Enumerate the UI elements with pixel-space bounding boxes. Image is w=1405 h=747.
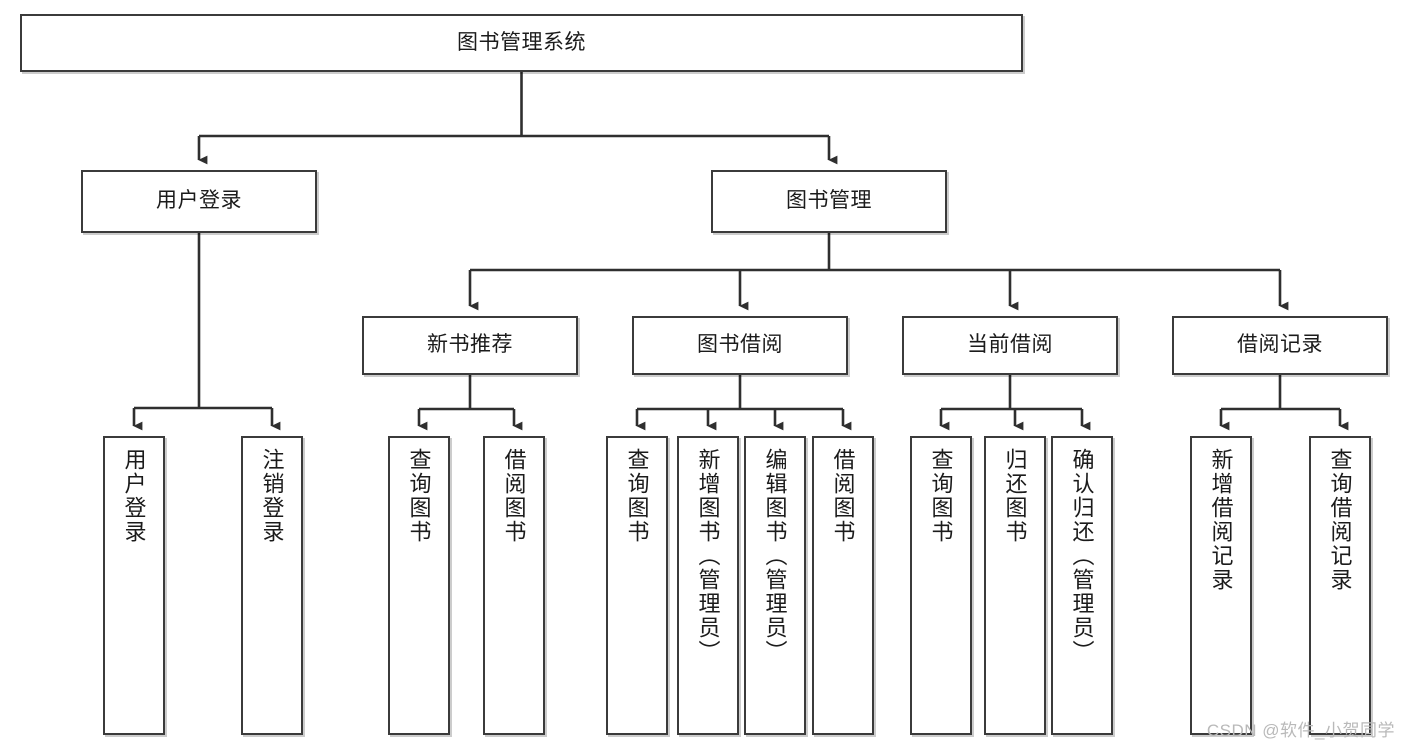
node-book-borrow[interactable]: 图书借阅 xyxy=(632,316,848,375)
node-current-borrow[interactable]: 当前借阅 xyxy=(902,316,1118,375)
node-label-leaf-add-book: 新增图书（管理员） xyxy=(695,448,721,664)
node-leaf-add-record[interactable]: 新增借阅记录 xyxy=(1190,436,1252,735)
node-label-leaf-add-record: 新增借阅记录 xyxy=(1208,448,1234,592)
node-leaf-query-book-2[interactable]: 查询图书 xyxy=(606,436,668,735)
node-label-leaf-borrow-book-2: 借阅图书 xyxy=(830,448,856,544)
node-leaf-add-book[interactable]: 新增图书（管理员） xyxy=(677,436,739,735)
node-new-book-rec[interactable]: 新书推荐 xyxy=(362,316,578,375)
node-leaf-logout[interactable]: 注销登录 xyxy=(241,436,303,735)
node-label-leaf-query-book-1: 查询图书 xyxy=(406,448,432,544)
node-label-leaf-user-login: 用户登录 xyxy=(121,448,147,544)
node-label-leaf-query-book-2: 查询图书 xyxy=(624,448,650,544)
node-label-leaf-borrow-book-1: 借阅图书 xyxy=(501,448,527,544)
node-user-login[interactable]: 用户登录 xyxy=(81,170,317,233)
node-leaf-edit-book[interactable]: 编辑图书（管理员） xyxy=(744,436,806,735)
node-leaf-borrow-book-1[interactable]: 借阅图书 xyxy=(483,436,545,735)
node-label-root: 图书管理系统 xyxy=(457,30,586,54)
node-book-manage[interactable]: 图书管理 xyxy=(711,170,947,233)
node-label-leaf-logout: 注销登录 xyxy=(259,448,285,544)
node-label-user-login: 用户登录 xyxy=(156,189,242,213)
node-label-leaf-query-book-3: 查询图书 xyxy=(928,448,954,544)
node-leaf-query-book-1[interactable]: 查询图书 xyxy=(388,436,450,735)
node-leaf-borrow-book-2[interactable]: 借阅图书 xyxy=(812,436,874,735)
node-label-leaf-return-book: 归还图书 xyxy=(1002,448,1028,544)
node-leaf-user-login[interactable]: 用户登录 xyxy=(103,436,165,735)
node-label-current-borrow: 当前借阅 xyxy=(967,333,1053,357)
node-label-leaf-edit-book: 编辑图书（管理员） xyxy=(762,448,788,664)
node-leaf-return-book[interactable]: 归还图书 xyxy=(984,436,1046,735)
node-leaf-query-record[interactable]: 查询借阅记录 xyxy=(1309,436,1371,735)
node-label-leaf-query-record: 查询借阅记录 xyxy=(1327,448,1353,592)
node-leaf-confirm-return[interactable]: 确认归还（管理员） xyxy=(1051,436,1113,735)
node-leaf-query-book-3[interactable]: 查询图书 xyxy=(910,436,972,735)
node-label-new-book-rec: 新书推荐 xyxy=(427,333,513,357)
node-label-book-borrow: 图书借阅 xyxy=(697,333,783,357)
node-root[interactable]: 图书管理系统 xyxy=(20,14,1023,72)
node-label-leaf-confirm-return: 确认归还（管理员） xyxy=(1069,448,1095,664)
watermark-text: CSDN @软件_小贺同学 xyxy=(1206,721,1395,740)
node-borrow-record[interactable]: 借阅记录 xyxy=(1172,316,1388,375)
node-label-borrow-record: 借阅记录 xyxy=(1237,333,1323,357)
node-label-book-manage: 图书管理 xyxy=(786,189,872,213)
